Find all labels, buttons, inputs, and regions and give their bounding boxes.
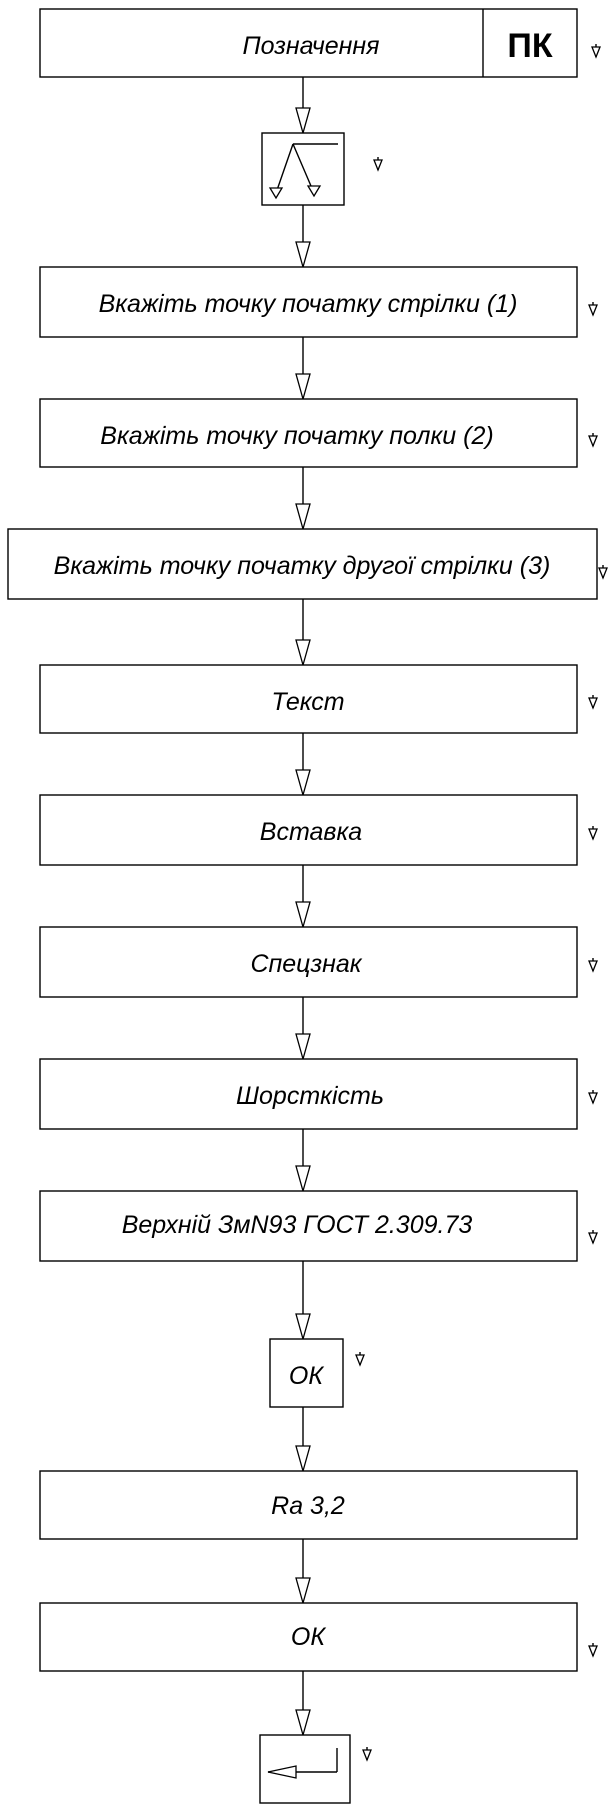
down-arrow-icon: [362, 1747, 372, 1762]
step-second-arrow-label: Вкажіть точку початку другої стрілки (3): [54, 552, 551, 580]
down-arrow-icon: [588, 1090, 598, 1105]
down-arrow-icon: [588, 1230, 598, 1245]
connector-5: [295, 599, 311, 668]
down-arrow-icon: [591, 44, 601, 59]
pk-key-label: ПК: [507, 27, 552, 65]
connector-4: [295, 467, 311, 532]
step-ok-label: ОК: [291, 1623, 326, 1651]
down-arrow-icon: [598, 565, 608, 580]
down-arrow-icon: [588, 302, 598, 317]
step-designation-label: Позначення: [242, 32, 379, 60]
step-insert[interactable]: Вставка: [39, 794, 578, 866]
step-ra-value-label: Ra 3,2: [271, 1492, 345, 1520]
enter-key-icon: [267, 1748, 338, 1779]
step-ok-small[interactable]: ОК: [269, 1338, 344, 1408]
connector-13: [295, 1671, 311, 1738]
step-arrow-start-label: Вкажіть точку початку стрілки (1): [99, 290, 518, 318]
down-arrow-icon: [588, 826, 598, 841]
step-special-sign[interactable]: Спецзнак: [39, 926, 578, 998]
step-gost-upper-label: Верхній ЗмN93 ГОСТ 2.309.73: [122, 1211, 473, 1239]
down-arrow-icon: [588, 695, 598, 710]
connector-2: [295, 205, 311, 270]
step-ra-value[interactable]: Ra 3,2: [39, 1470, 578, 1540]
down-arrow-icon: [373, 157, 383, 172]
step-shelf-start[interactable]: Вкажіть точку початку полки (2): [39, 398, 578, 468]
down-arrow-icon: [355, 1352, 365, 1367]
down-arrow-icon: [588, 1643, 598, 1658]
step-text-label: Текст: [271, 688, 344, 716]
connector-3: [295, 337, 311, 402]
step-shelf-start-label: Вкажіть точку початку полки (2): [100, 422, 493, 450]
connector-1: [295, 77, 311, 136]
connector-8: [295, 997, 311, 1062]
step-enter[interactable]: [259, 1734, 351, 1804]
down-arrow-icon: [588, 958, 598, 973]
connector-12: [295, 1539, 311, 1606]
step-leader-icon[interactable]: [261, 132, 345, 206]
step-roughness[interactable]: Шорсткість: [39, 1058, 578, 1130]
step-arrow-start[interactable]: Вкажіть точку початку стрілки (1): [39, 266, 578, 338]
connector-10: [295, 1261, 311, 1342]
step-ok-small-label: ОК: [289, 1362, 324, 1390]
connector-6: [295, 733, 311, 798]
step-special-sign-label: Спецзнак: [250, 950, 362, 978]
step-ok[interactable]: ОК: [39, 1602, 578, 1672]
leader-arrows-icon: [268, 143, 338, 200]
step-insert-label: Вставка: [260, 818, 362, 846]
connector-11: [295, 1407, 311, 1474]
step-designation[interactable]: Позначення ПК: [39, 8, 578, 78]
connector-7: [295, 865, 311, 930]
step-second-arrow[interactable]: Вкажіть точку початку другої стрілки (3): [7, 528, 598, 600]
step-roughness-label: Шорсткість: [236, 1082, 384, 1110]
step-gost-upper[interactable]: Верхній ЗмN93 ГОСТ 2.309.73: [39, 1190, 578, 1262]
down-arrow-icon: [588, 433, 598, 448]
step-text[interactable]: Текст: [39, 664, 578, 734]
connector-9: [295, 1129, 311, 1194]
